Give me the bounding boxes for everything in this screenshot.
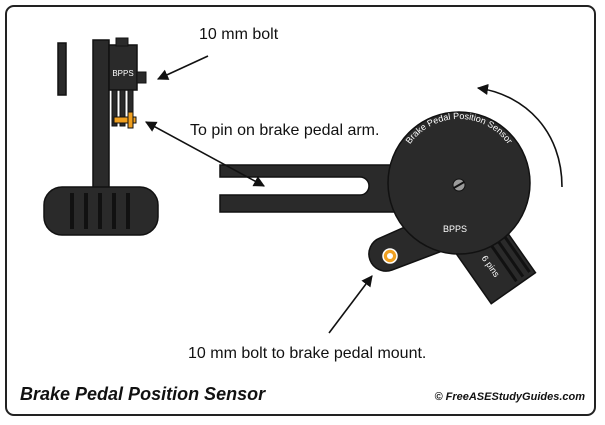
rotation-arrow: [476, 83, 563, 188]
mounting-bolt-core: [387, 253, 393, 259]
pedal-arm: [92, 39, 110, 191]
slotted-arm: [219, 164, 411, 213]
site-credit: © FreeASEStudyGuides.com: [434, 391, 585, 403]
connector-ridge: [485, 237, 518, 283]
pad-groove: [98, 193, 102, 229]
sensor-leg: [119, 89, 126, 127]
center-screw-slot: [453, 181, 465, 189]
callout-pin: To pin on brake pedal arm.: [190, 122, 379, 139]
brake-pedal-assembly: BPPS: [43, 37, 159, 236]
sensor-housing: [108, 44, 138, 91]
pedal-pin-cap: [127, 111, 134, 129]
pad-groove: [70, 193, 74, 229]
sensor-leg: [111, 89, 118, 127]
arrow-to-top-bolt: [156, 55, 209, 80]
pad-groove: [112, 193, 116, 229]
sensor-side-bolt: [136, 71, 147, 84]
pad-groove: [84, 193, 88, 229]
sensor-body-label: BPPS: [443, 224, 467, 234]
arrow-pin-link: [145, 121, 265, 187]
callout-top-bolt: 10 mm bolt: [199, 26, 279, 43]
mounting-bracket-bar: [57, 42, 67, 96]
bpps-small-label: BPPS: [112, 69, 133, 78]
pad-groove: [126, 193, 130, 229]
connector-ridge: [491, 233, 525, 278]
diagram-caption: Brake Pedal Position Sensor: [20, 384, 266, 404]
callout-mount-bolt: 10 mm bolt to brake pedal mount.: [188, 345, 426, 362]
arrow-to-mount-bolt: [328, 275, 373, 334]
sensor-tab-top: [115, 37, 129, 47]
bpps-sensor-assembly: 6 pins Brake Pedal Position Sensor BPPS: [219, 111, 537, 305]
connector-ridge: [498, 228, 531, 273]
pedal-pin: [113, 116, 137, 124]
